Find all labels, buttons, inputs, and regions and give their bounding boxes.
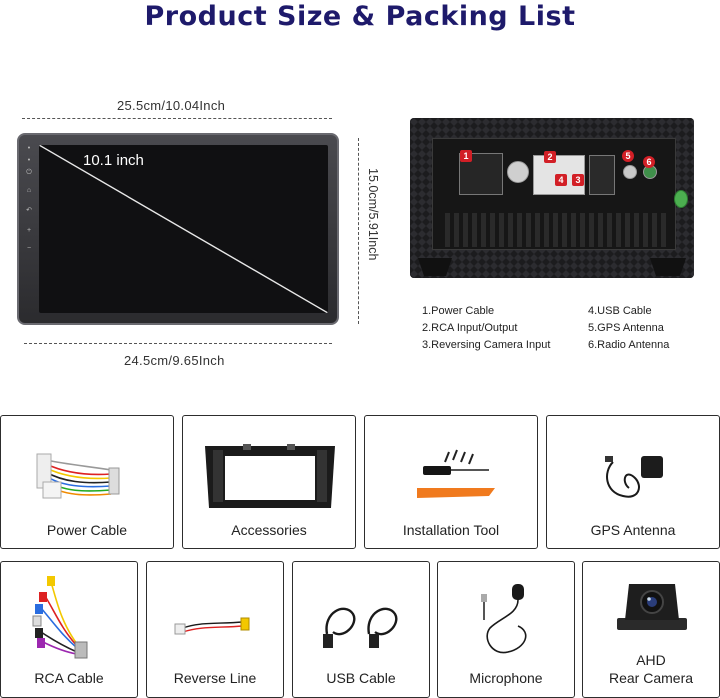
card-label-rca-cable: RCA Cable <box>34 670 104 686</box>
badge-5: 5 <box>622 150 634 162</box>
green-sticker <box>674 190 688 208</box>
badge-3: 3 <box>572 174 584 186</box>
card-usb-cable: USB Cable <box>292 561 430 698</box>
usb-cable-image <box>323 607 398 648</box>
height-label: 15.0cm/5.91Inch <box>366 168 380 261</box>
card-label-gps-antenna: GPS Antenna <box>590 522 676 538</box>
screen: 10.1 inch <box>39 145 328 313</box>
volume-down-icon: − <box>26 245 32 252</box>
card-label-reverse-line: Reverse Line <box>173 670 257 686</box>
card-label-power-cable: Power Cable <box>46 522 128 538</box>
head-unit-front: • • ⏻ ⌂ ↶ + − 10.1 inch <box>17 133 339 325</box>
mic-icon: • <box>27 145 31 152</box>
card-reverse-line: Reverse Line <box>146 561 284 698</box>
card-label-ahd: AHD <box>636 652 666 668</box>
badge-2: 2 <box>544 151 556 163</box>
usb-connector <box>589 155 615 195</box>
microphone-image <box>481 584 527 654</box>
card-label-rear-camera: Rear Camera <box>608 670 694 686</box>
head-unit-back: 1 2 3 4 5 6 <box>410 118 694 278</box>
back-housing <box>432 138 676 250</box>
height-line <box>358 138 359 324</box>
legend-item-2: 2.RCA Input/Output <box>422 322 518 334</box>
card-label-usb-cable: USB Cable <box>326 670 396 686</box>
home-icon: ⌂ <box>26 187 32 194</box>
legend-right: 4.USB Cable 5.GPS Antenna 6.Radio Antenn… <box>588 303 669 354</box>
width-bottom-line <box>24 343 332 344</box>
card-label-installation-tool: Installation Tool <box>402 522 500 538</box>
card-power-cable: Power Cable <box>0 415 174 549</box>
legend-item-1: 1.Power Cable <box>422 305 495 317</box>
badge-1: 1 <box>460 150 472 162</box>
badge-4: 4 <box>555 174 567 186</box>
card-installation-tool: Installation Tool <box>364 415 538 549</box>
reset-icon: • <box>27 157 31 164</box>
card-gps-antenna: GPS Antenna <box>546 415 720 549</box>
card-rear-camera: AHD Rear Camera <box>582 561 720 698</box>
width-bottom-label: 24.5cm/9.65Inch <box>124 353 225 368</box>
badge-6: 6 <box>643 156 655 168</box>
rear-camera-image <box>617 584 687 630</box>
page-title: Product Size & Packing List <box>144 1 576 32</box>
accessories-frame-image <box>205 444 335 508</box>
width-top-label: 25.5cm/10.04Inch <box>117 98 226 113</box>
volume-up-icon: + <box>26 227 32 234</box>
power-icon: ⏻ <box>26 169 32 176</box>
card-microphone: Microphone <box>437 561 575 698</box>
card-accessories: Accessories <box>182 415 356 549</box>
gps-port <box>623 165 637 179</box>
width-top-line <box>22 118 332 119</box>
power-cable-image <box>36 453 120 499</box>
legend-item-4: 4.USB Cable <box>588 305 652 317</box>
card-label-microphone: Microphone <box>469 670 543 686</box>
legend-item-5: 5.GPS Antenna <box>588 322 664 334</box>
card-rca-cable: RCA Cable <box>0 561 138 698</box>
legend-left: 1.Power Cable 2.RCA Input/Output 3.Rever… <box>422 303 550 354</box>
rca-cable-image <box>32 576 88 659</box>
antenna-port <box>507 161 529 183</box>
back-icon: ↶ <box>26 207 32 214</box>
gps-antenna-image <box>605 456 663 498</box>
installation-tool-image <box>417 449 495 498</box>
heatsink-fins <box>445 213 666 247</box>
screen-diagonal <box>39 145 328 313</box>
card-label-accessories: Accessories <box>231 522 307 538</box>
reverse-line-image <box>174 617 250 635</box>
screen-size-label: 10.1 inch <box>83 152 144 169</box>
legend-item-3: 3.Reversing Camera Input <box>422 339 551 351</box>
power-connector <box>459 153 503 195</box>
legend-item-6: 6.Radio Antenna <box>588 339 670 351</box>
